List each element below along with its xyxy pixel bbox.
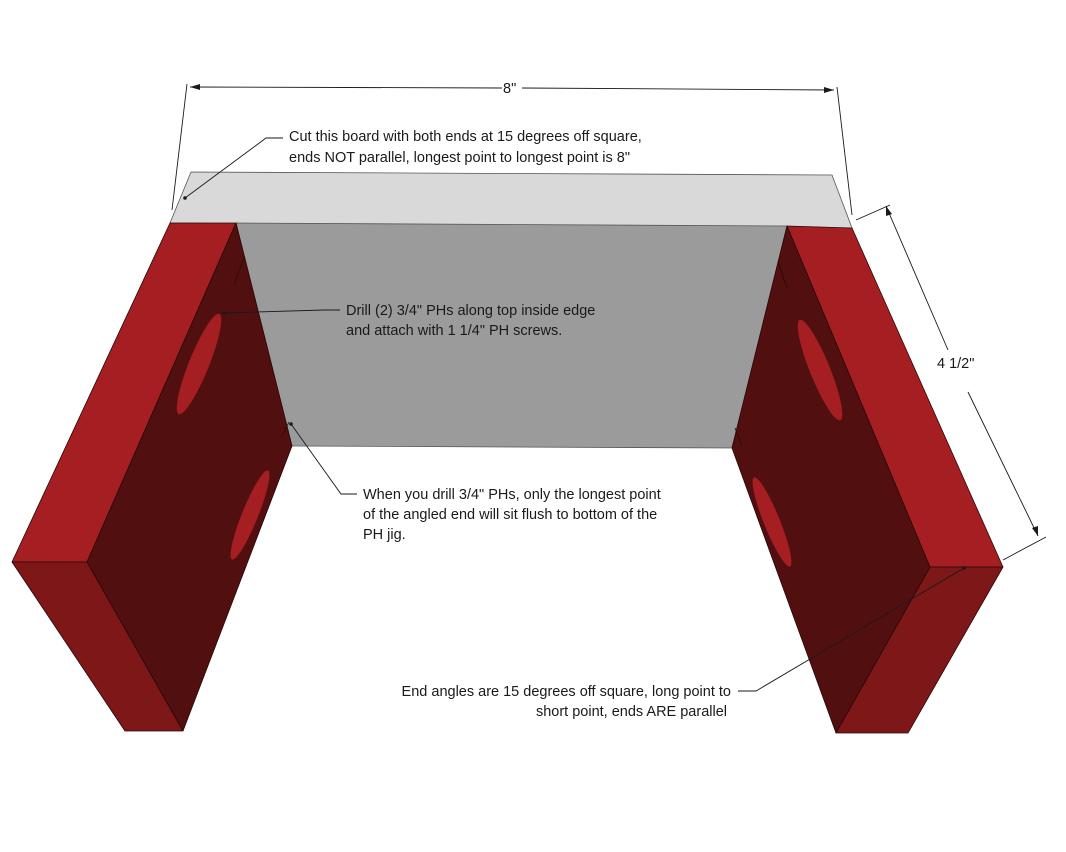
- right-board-end-face: [835, 566, 1004, 734]
- left-pocket-hole-lower: [230, 470, 270, 560]
- annotation-end-angles: End angles are 15 degrees off square, lo…: [402, 566, 966, 720]
- width-dimension: 8": [171, 81, 853, 216]
- annotation-drill-line2: and attach with 1 1/4" PH screws.: [346, 323, 562, 339]
- annotation-top-board-line2: ends NOT parallel, longest point to long…: [289, 150, 630, 166]
- right-pocket-hole-lower: [752, 477, 792, 567]
- annotation-drill: Drill (2) 3/4" PHs along top inside edge…: [222, 303, 595, 339]
- height-dimension-label: 4 1/2": [937, 356, 974, 372]
- width-dimension-label: 8": [503, 81, 516, 97]
- height-dimension: 4 1/2": [855, 204, 1047, 561]
- right-screw-mark-bottom: [734, 427, 743, 447]
- right-side-board: [731, 225, 1004, 734]
- annotation-top-board-line1: Cut this board with both ends at 15 degr…: [289, 129, 642, 145]
- annotation-flush: When you drill 3/4" PHs, only the longes…: [289, 422, 661, 543]
- annotation-flush-line1: When you drill 3/4" PHs, only the longes…: [363, 487, 661, 503]
- right-screw-mark-top: [777, 261, 788, 289]
- annotation-end-angles-line2: short point, ends ARE parallel: [536, 704, 727, 720]
- annotation-top-board: Cut this board with both ends at 15 degr…: [183, 129, 642, 200]
- right-pocket-hole-upper: [797, 319, 843, 421]
- annotation-drill-line1: Drill (2) 3/4" PHs along top inside edge: [346, 303, 595, 319]
- annotation-flush-line3: PH jig.: [363, 527, 406, 543]
- left-pocket-hole-upper: [176, 313, 222, 415]
- annotation-flush-line2: of the angled end will sit flush to bott…: [363, 507, 657, 523]
- left-screw-mark-bottom: [280, 421, 290, 439]
- left-screw-mark-top: [233, 257, 245, 286]
- left-side-board: [11, 222, 293, 732]
- left-board-end-face: [11, 561, 184, 732]
- annotation-end-angles-line1: End angles are 15 degrees off square, lo…: [402, 684, 731, 700]
- cross-board-top-surface: [169, 171, 853, 229]
